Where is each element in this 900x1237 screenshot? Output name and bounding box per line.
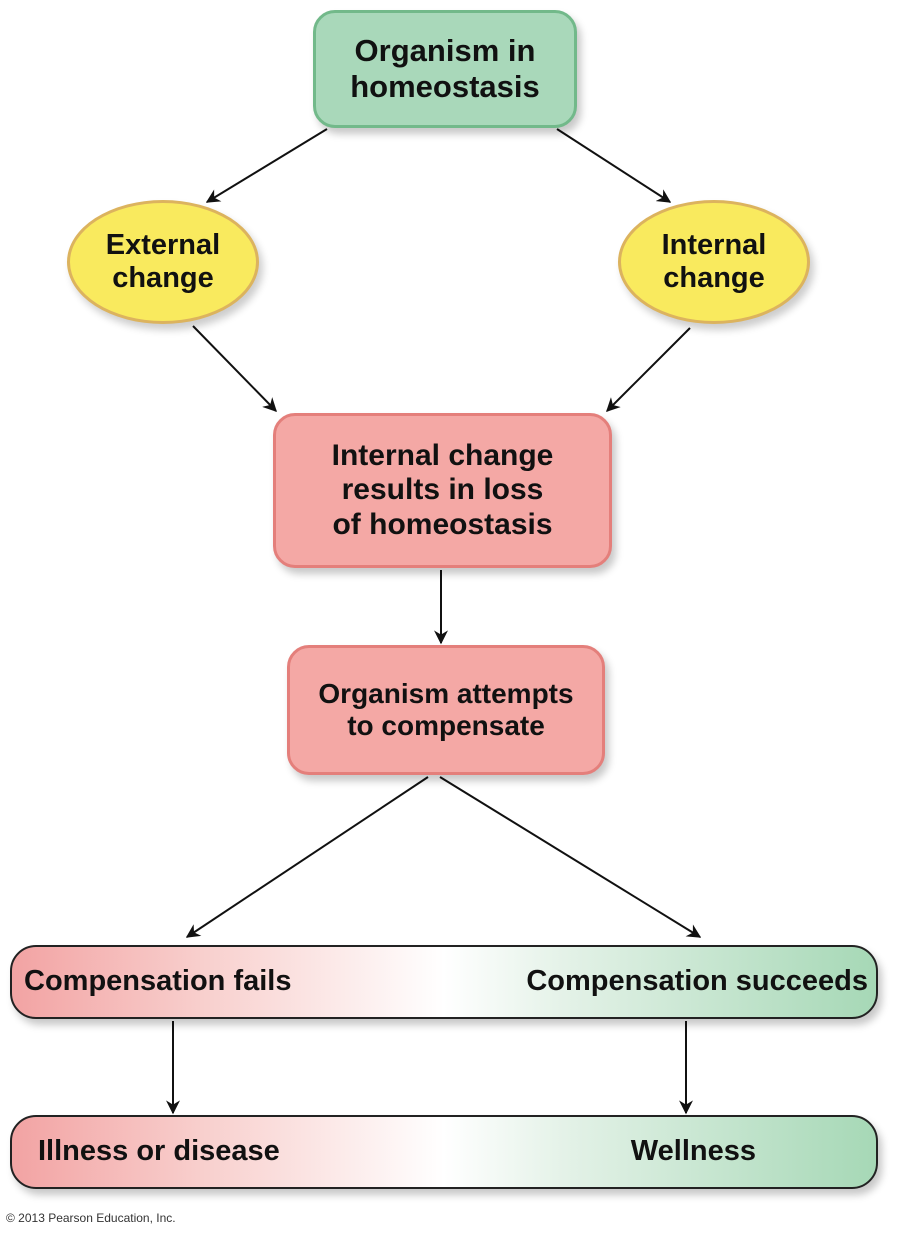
node-text-line: change xyxy=(663,262,765,294)
node-text-line: to compensate xyxy=(347,710,545,741)
node-text-line: Internal xyxy=(661,228,767,261)
node-loss-of-homeostasis: Internal change results in loss of homeo… xyxy=(273,413,612,568)
arrow-attempt-to-fails xyxy=(185,776,429,938)
node-organism-attempts-to-compensate: Organism attempts to compensate xyxy=(287,645,605,775)
node-text-line: results in loss xyxy=(341,473,544,507)
wellness-label: Wellness xyxy=(630,1135,756,1168)
node-text-line: External xyxy=(105,228,221,261)
copyright-notice: © 2013 Pearson Education, Inc. xyxy=(6,1211,176,1225)
node-organism-in-homeostasis: Organism in homeostasis xyxy=(313,10,577,128)
node-text-line: Organism attempts xyxy=(318,677,574,709)
arrow-top-to-internal xyxy=(556,128,672,203)
node-text-line: Internal change xyxy=(331,438,554,472)
node-text-line: homeostasis xyxy=(350,69,540,104)
arrow-attempt-to-succeeds xyxy=(439,776,702,938)
compensation-fails-label: Compensation fails xyxy=(24,965,292,998)
compensation-succeeds-label: Compensation succeeds xyxy=(526,965,868,998)
node-text-line: Organism in xyxy=(354,33,536,69)
illness-label: Illness or disease xyxy=(38,1135,280,1168)
node-text-line: change xyxy=(112,262,214,294)
node-text-line: of homeostasis xyxy=(332,507,553,541)
arrow-internal-to-loss xyxy=(606,327,691,412)
node-internal-change: Internal change xyxy=(618,200,810,324)
compensation-bar: Compensation fails Compensation succeeds xyxy=(10,945,878,1019)
arrow-top-to-external xyxy=(205,128,328,203)
outcome-bar: Illness or disease Wellness xyxy=(10,1115,878,1189)
arrow-external-to-loss xyxy=(192,325,277,413)
node-external-change: External change xyxy=(67,200,259,324)
